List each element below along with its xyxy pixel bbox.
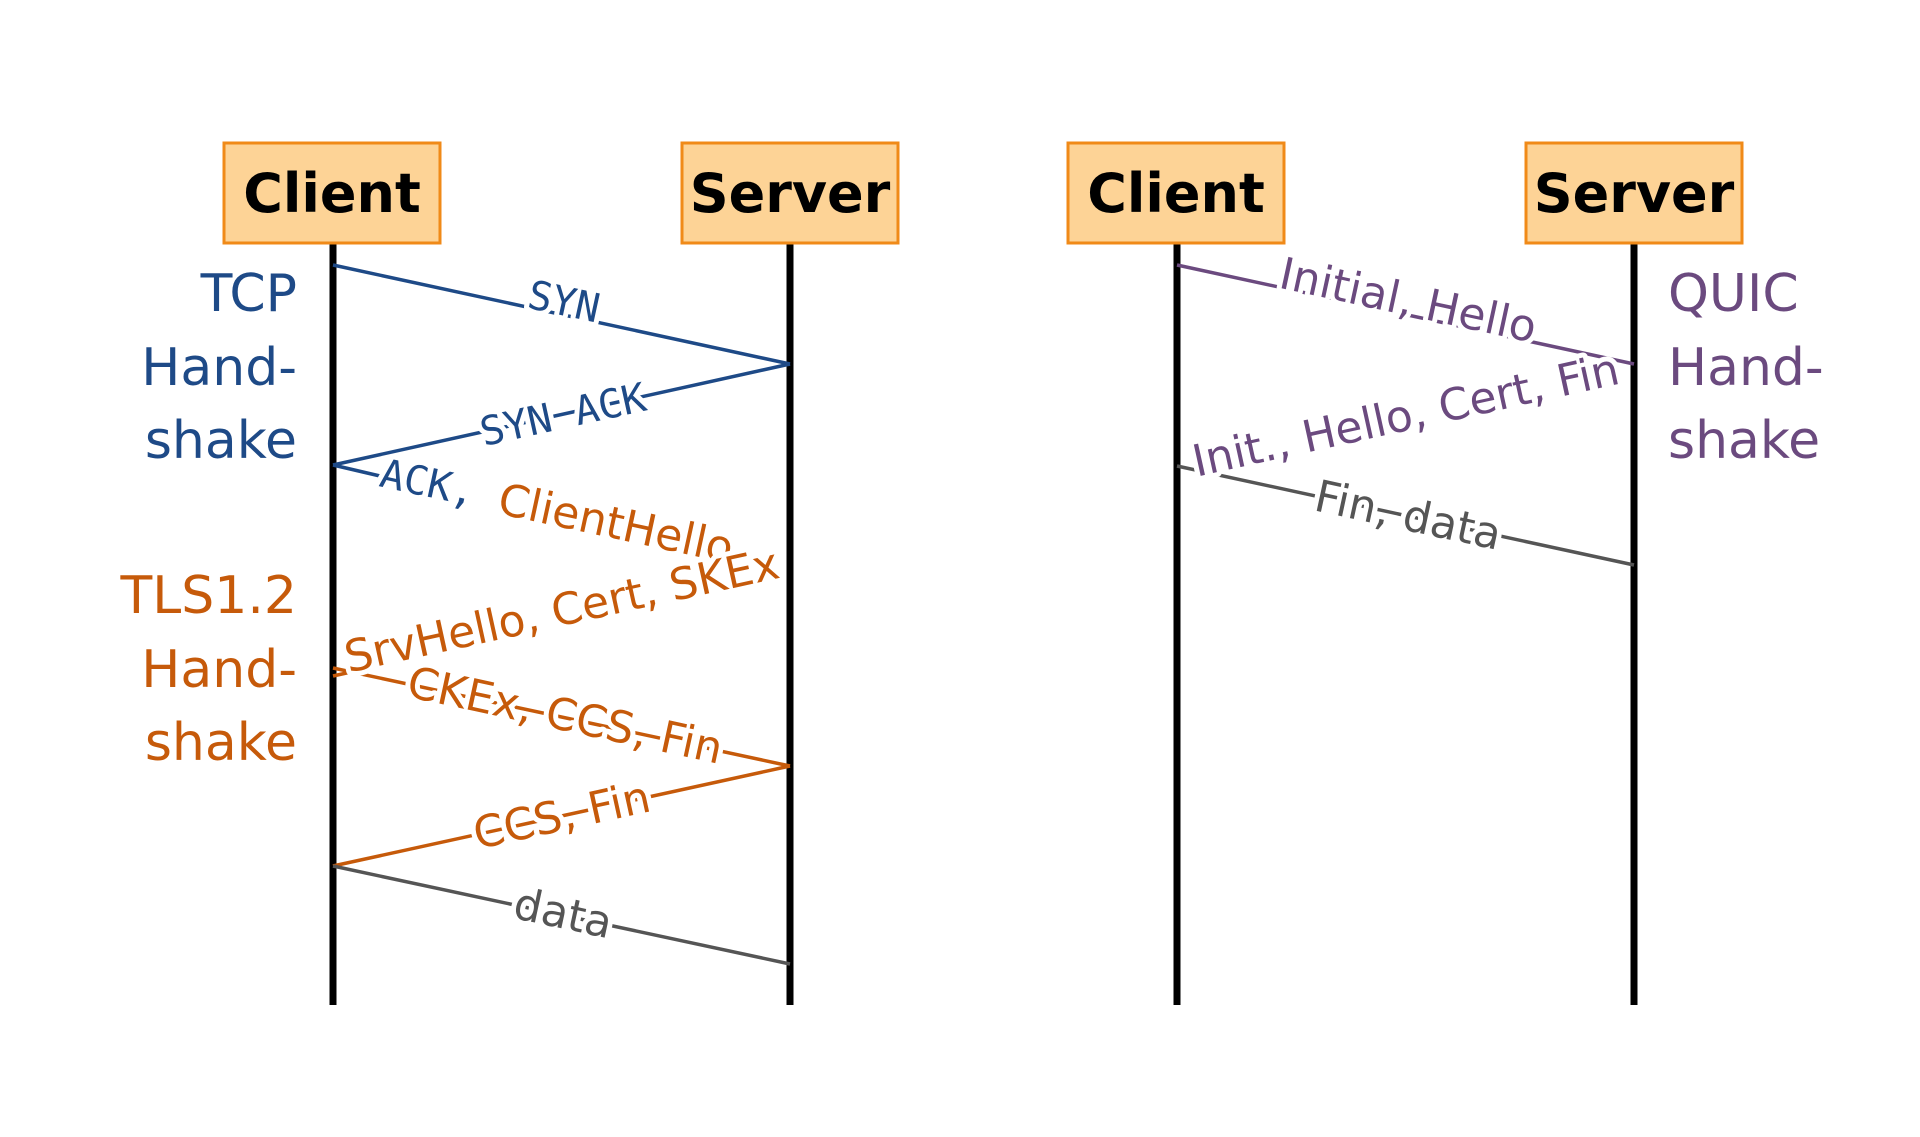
left-server-label: Server — [690, 162, 891, 225]
ckex-arrow — [332, 666, 791, 768]
quic-label-line-3: shake — [1668, 411, 1820, 471]
right-server-label: Server — [1534, 162, 1735, 225]
quic-label-line-2: Hand- — [1668, 338, 1824, 398]
quic-handshake-label: QUIC Hand- shake — [1668, 264, 1824, 471]
left-server-box: Server — [680, 141, 900, 245]
tcp-label-line-3: shake — [145, 411, 297, 471]
msg-initial: Initial, Hello — [1275, 248, 1541, 353]
message-labels: SYN SYN ACK ACK, ClientHello SrvHello, C… — [335, 243, 1629, 954]
initial-arrow — [1176, 263, 1635, 366]
synack-arrow — [332, 362, 791, 467]
tls-label-line-1: TLS1.2 — [120, 566, 297, 626]
fin-data-arrow — [1176, 464, 1635, 567]
msg-fin-data: Fin, data — [1310, 471, 1506, 561]
tls-handshake-label: TLS1.2 Hand- shake — [120, 566, 297, 773]
tcp-label-line-1: TCP — [200, 264, 297, 324]
msg-ack: ACK, — [376, 451, 480, 516]
tcp-handshake-label: TCP Hand- shake — [141, 264, 297, 471]
right-server-box: Server — [1524, 141, 1744, 245]
msg-ckex: CKEx, CCS, Fin — [403, 657, 727, 775]
msg-data: data — [509, 878, 617, 949]
srvhello-arrow — [332, 668, 361, 678]
right-client-box: Client — [1066, 141, 1286, 245]
msg-ccs-fin: CCS, Fin — [469, 772, 655, 860]
quic-label-line-1: QUIC — [1668, 264, 1799, 324]
left-client-label: Client — [243, 162, 421, 225]
msg-init-resp: Init., Hello, Cert, Fin — [1188, 344, 1624, 487]
msg-srvhello: SrvHello, Cert, SKEx — [340, 538, 784, 683]
data-arrow — [332, 864, 791, 966]
ack-arrow — [332, 463, 381, 478]
left-client-box: Client — [222, 141, 442, 245]
tls-label-line-2: Hand- — [141, 640, 297, 700]
tls-label-line-3: shake — [145, 713, 297, 773]
syn-arrow — [332, 263, 791, 366]
right-client-label: Client — [1087, 162, 1265, 225]
ccsfin-arrow — [332, 764, 791, 868]
msg-synack: SYN ACK — [476, 375, 651, 456]
tcp-label-line-2: Hand- — [141, 338, 297, 398]
msg-syn: SYN — [524, 272, 604, 332]
